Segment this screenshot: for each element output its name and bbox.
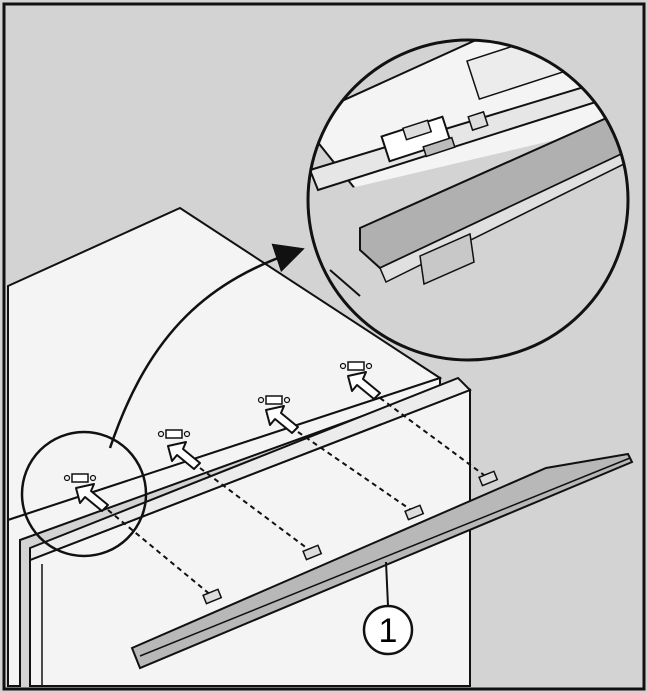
insert-arrow [75,483,109,512]
alignment-line [379,397,489,479]
trim-strip-edge [139,457,631,657]
trim-clip [478,470,499,487]
insert-arrows [75,371,381,512]
door-top-edge [29,376,472,562]
alignment-lines [107,397,489,597]
magnified-circle [306,38,630,362]
detail-circle [20,430,148,558]
mag-door-edge [329,269,361,297]
connector-mark [257,395,291,405]
callout-label: 1 [379,612,398,650]
insert-arrow [347,371,381,400]
mag-connector [380,110,489,163]
mag-trim-clip [419,232,475,286]
trim-clip [302,544,323,561]
trim-clip [404,504,425,521]
alignment-line [107,509,213,597]
callout-circle [362,604,414,656]
callout-leader [385,561,389,607]
appliance-door [29,376,472,687]
connector-mark [63,473,97,483]
connector-marks [63,361,373,483]
trim-clip [202,588,223,605]
insert-arrow [167,441,201,470]
alignment-line [297,431,415,513]
callout-1: 1 [362,561,414,656]
trim-clips [202,470,499,605]
magnify-arrow [108,243,305,449]
trim-strip [130,452,634,670]
connector-mark [339,361,373,371]
insert-arrow [265,405,299,434]
connector-mark [157,429,191,439]
